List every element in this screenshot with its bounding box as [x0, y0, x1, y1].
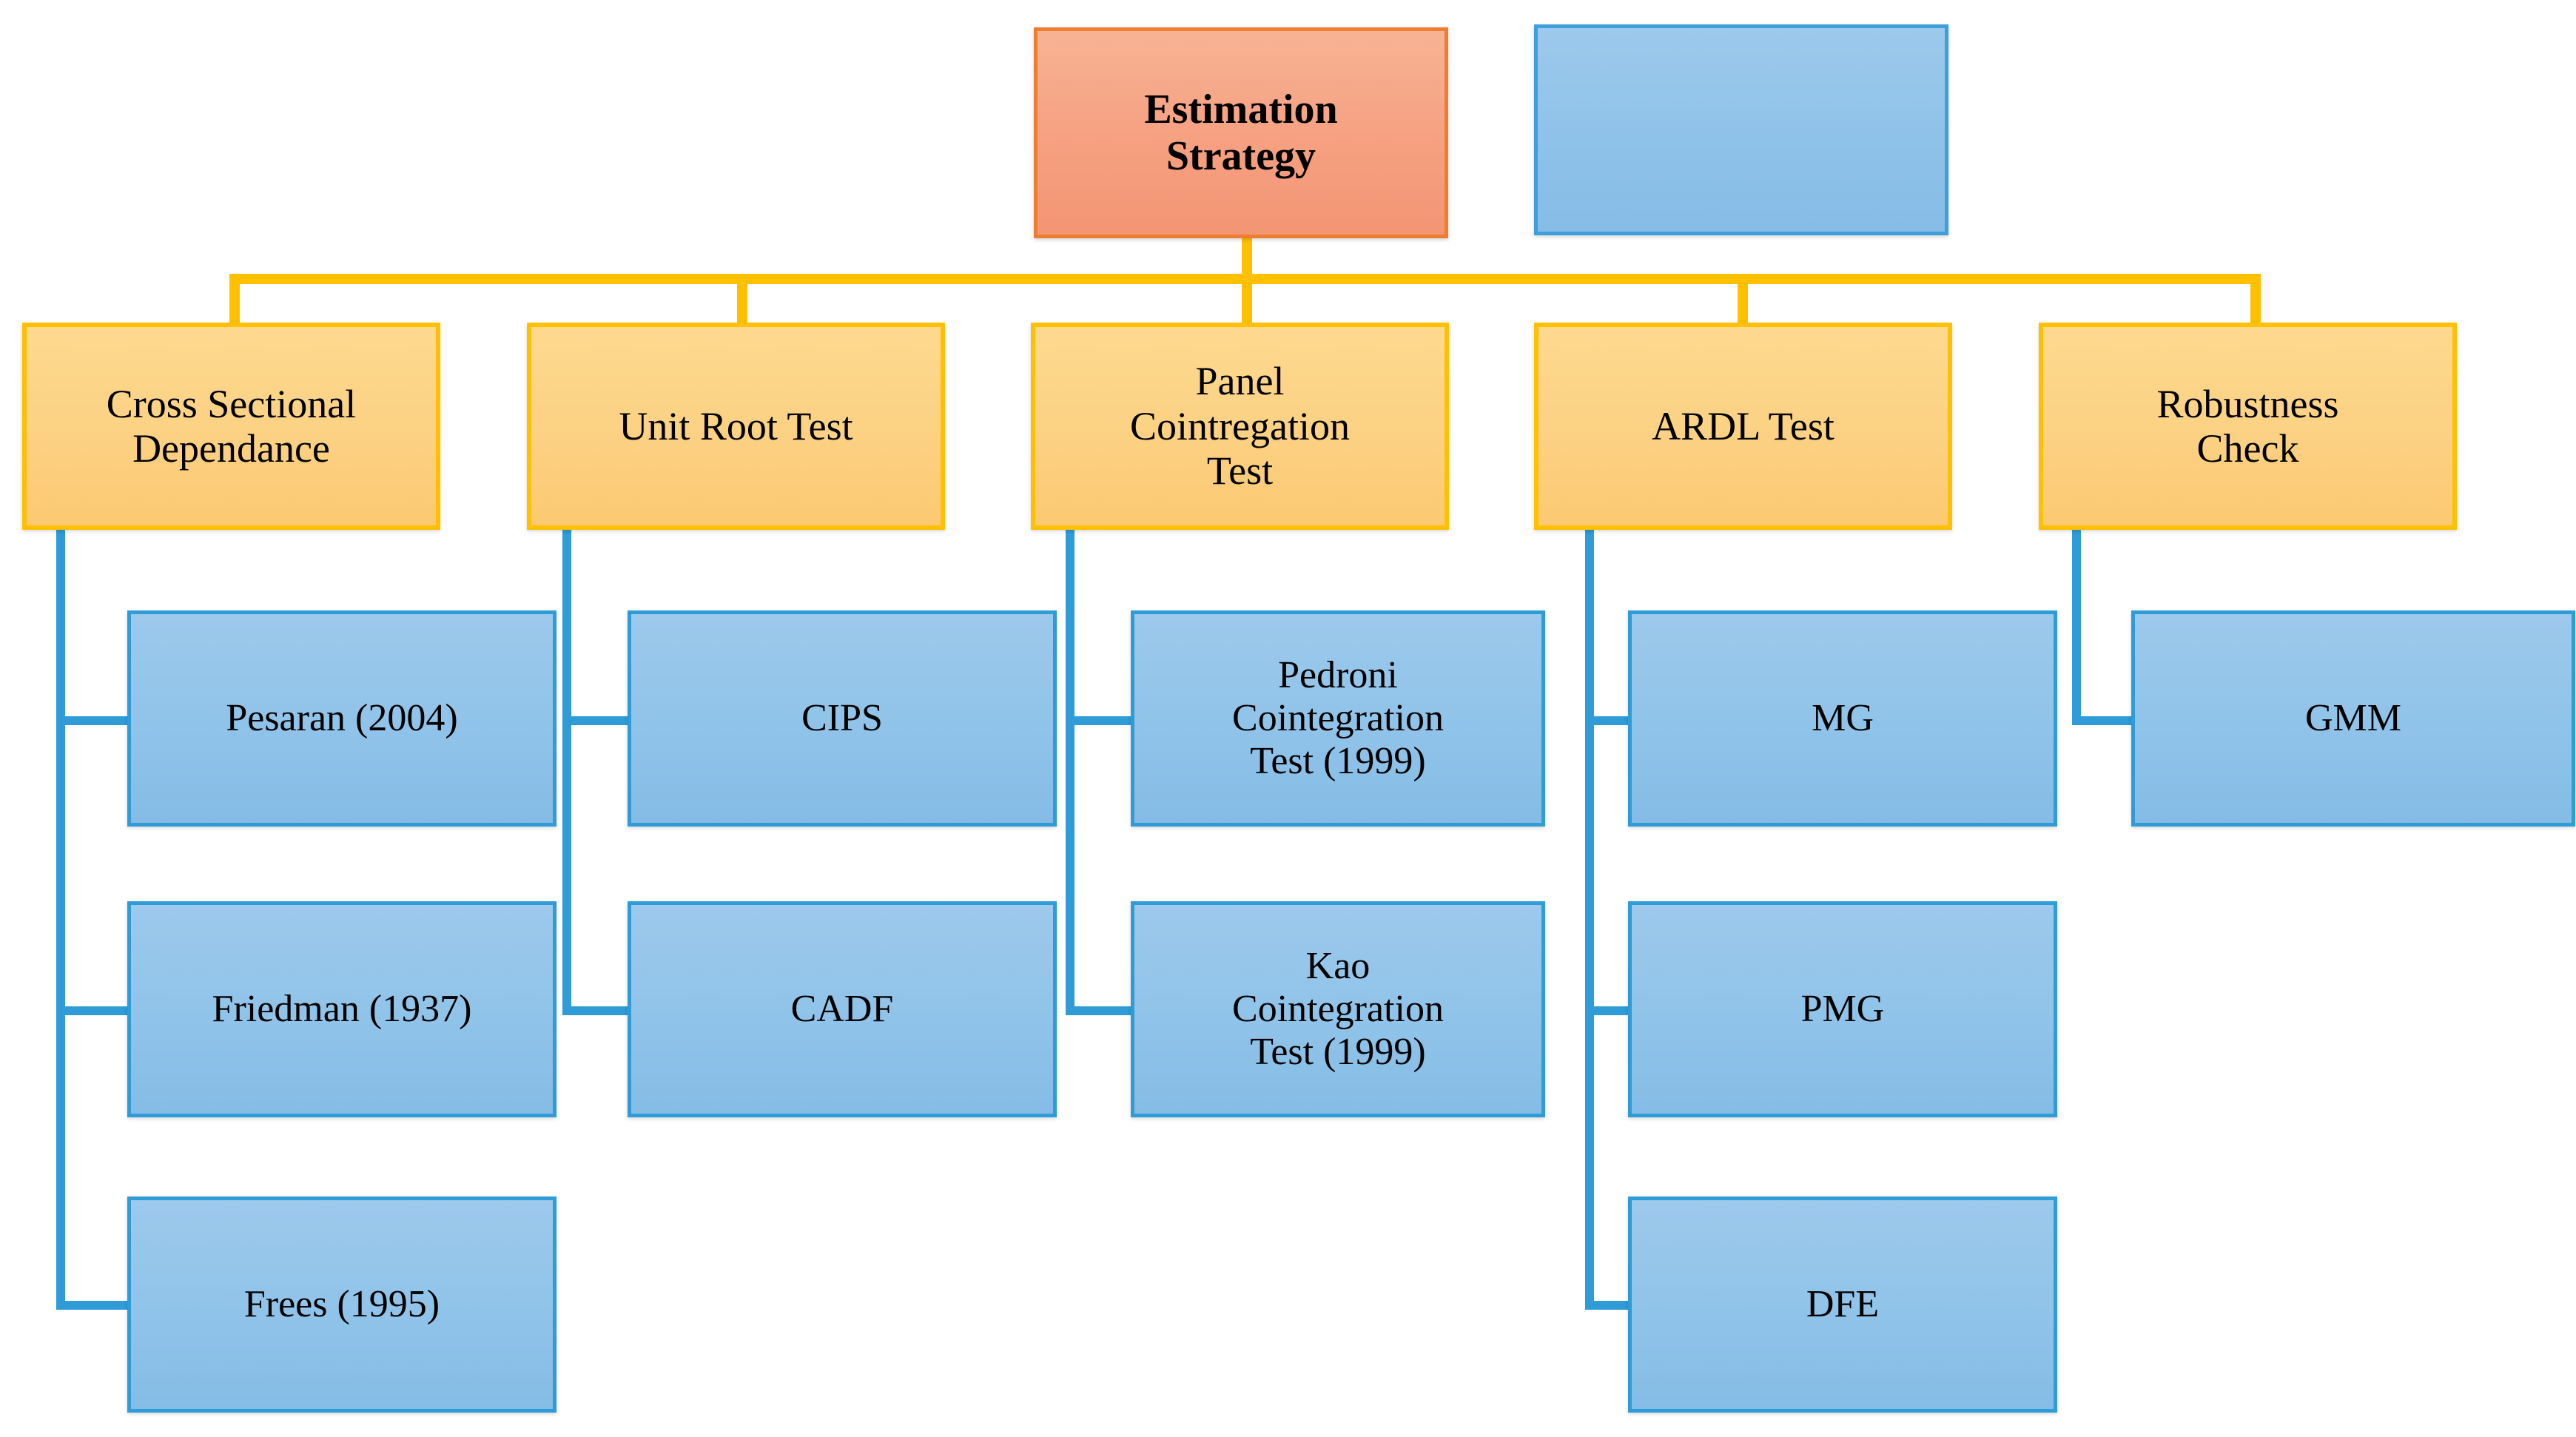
node-robustness-check[interactable]: Robustness Check [2039, 323, 2457, 530]
node-cross-sectional-dependance[interactable]: Cross Sectional Dependance [22, 323, 440, 530]
node-gmm[interactable]: GMM [2131, 610, 2575, 827]
node-pedroni-cointegration-test-1999[interactable]: Pedroni Cointegration Test (1999) [1131, 610, 1545, 827]
node-ardl-test[interactable]: ARDL Test [1534, 323, 1952, 530]
connector-spine-branch-4 [2072, 527, 2081, 725]
node-blank-placeholder[interactable] [1534, 24, 1948, 235]
node-frees-1995[interactable]: Frees (1995) [127, 1197, 556, 1413]
node-dfe[interactable]: DFE [1628, 1197, 2057, 1413]
node-kao-cointegration-test-1999[interactable]: Kao Cointegration Test (1999) [1131, 901, 1545, 1117]
connector-stub-b0-c2 [56, 1301, 130, 1310]
node-pmg[interactable]: PMG [1628, 901, 2057, 1117]
connector-drop-branch-1 [737, 274, 747, 326]
node-label: Panel Cointregation Test [1130, 359, 1350, 494]
connector-spine-branch-2 [1066, 527, 1075, 1015]
node-cadf[interactable]: CADF [628, 901, 1057, 1117]
node-cips[interactable]: CIPS [628, 610, 1057, 827]
connector-stub-b1-c0 [562, 716, 630, 725]
node-estimation-strategy[interactable]: Estimation Strategy [1034, 27, 1448, 238]
connector-stub-b0-c0 [56, 716, 130, 725]
node-label: Estimation Strategy [1144, 86, 1338, 179]
node-panel-cointregation-test[interactable]: Panel Cointregation Test [1031, 323, 1449, 530]
connector-spine-branch-1 [562, 527, 571, 1015]
connector-stub-b0-c1 [56, 1006, 130, 1015]
node-label: Frees (1995) [243, 1282, 440, 1325]
node-label: DFE [1806, 1282, 1880, 1325]
node-label: PMG [1800, 987, 1885, 1030]
connector-spine-branch-0 [56, 527, 65, 1310]
connector-drop-branch-4 [2250, 274, 2261, 326]
connector-stub-b1-c1 [562, 1006, 630, 1015]
node-label: Kao Cointegration Test (1999) [1232, 944, 1444, 1074]
node-label: CIPS [801, 696, 883, 739]
node-label: Robustness Check [2156, 381, 2339, 471]
node-mg[interactable]: MG [1628, 610, 2057, 827]
connector-stub-b2-c0 [1066, 716, 1134, 725]
node-unit-root-test[interactable]: Unit Root Test [527, 323, 945, 530]
node-label: GMM [2304, 696, 2402, 739]
node-friedman-1937[interactable]: Friedman (1937) [127, 901, 556, 1117]
node-label: Pesaran (2004) [226, 696, 458, 739]
node-label: Cross Sectional Dependance [106, 381, 357, 471]
connector-root-stem [1242, 235, 1252, 280]
connector-drop-branch-0 [229, 274, 240, 326]
node-pesaran-2004[interactable]: Pesaran (2004) [127, 610, 556, 827]
connector-stub-b2-c1 [1066, 1006, 1134, 1015]
node-label: ARDL Test [1652, 403, 1835, 448]
node-label: Unit Root Test [619, 403, 853, 448]
connector-spine-branch-3 [1585, 527, 1594, 1310]
connector-drop-branch-3 [1738, 274, 1748, 326]
node-label: CADF [790, 987, 894, 1030]
connector-stub-b4-c0 [2072, 716, 2140, 725]
connector-drop-branch-2 [1242, 274, 1252, 326]
node-label: Friedman (1937) [212, 987, 472, 1030]
node-label: MG [1812, 696, 1874, 739]
node-label: Pedroni Cointegration Test (1999) [1232, 653, 1444, 783]
